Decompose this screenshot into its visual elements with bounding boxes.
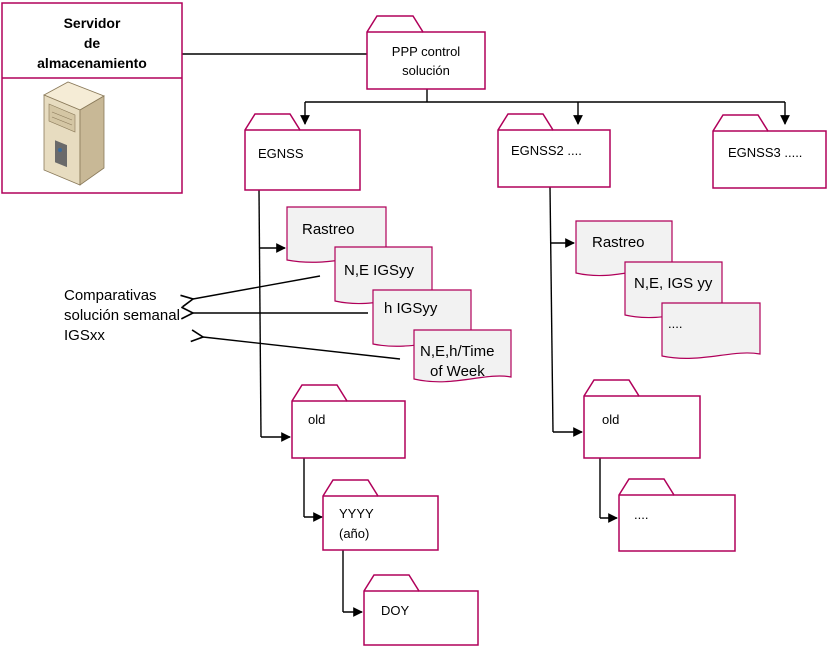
folder-ppp-control[interactable]: PPP control solución — [366, 15, 486, 90]
server-title-line-1: Servidor — [64, 15, 121, 31]
server-tower-icon — [43, 81, 105, 186]
h-igsyy-label: h IGSyy — [384, 300, 438, 317]
rastreo-right-label: Rastreo — [592, 234, 645, 251]
server-title-line-3: almacenamiento — [37, 55, 147, 71]
yyyy-label-line-1: YYYY — [339, 506, 374, 521]
egnss2-label: EGNSS2 .... — [511, 143, 582, 158]
old-left-label: old — [308, 412, 325, 427]
yyyy-label-line-2: (año) — [339, 526, 369, 541]
comparison-line-1: Comparativas — [64, 287, 157, 304]
egnss2-trunk-line — [549, 186, 554, 433]
folder-egnss2[interactable]: EGNSS2 .... — [497, 113, 611, 188]
folder-old-right[interactable]: old — [583, 379, 701, 459]
neh-label-line-2: of Week — [430, 363, 485, 380]
comparison-line-2: solución semanal — [64, 307, 180, 324]
folder-dots[interactable]: .... — [618, 478, 736, 552]
folder-egnss3[interactable]: EGNSS3 ..... — [712, 114, 827, 189]
doc-neh-time-of-week[interactable]: N,E,h/Time of Week — [413, 329, 512, 383]
comparison-label: Comparativas solución semanal IGSxx — [64, 287, 180, 344]
folder-doy[interactable]: DOY — [363, 574, 479, 646]
doy-label: DOY — [381, 603, 410, 618]
server-title-line-2: de — [84, 35, 101, 51]
egnss-label: EGNSS — [258, 146, 304, 161]
ppp-label-line-1: PPP control — [392, 44, 461, 59]
dots-doc-label: .... — [668, 316, 682, 331]
ppp-label-line-2: solución — [402, 63, 450, 78]
egnss3-label: EGNSS3 ..... — [728, 145, 802, 160]
folder-yyyy[interactable]: YYYY (año) — [322, 479, 439, 551]
folder-egnss[interactable]: EGNSS — [244, 113, 361, 191]
connectors — [182, 53, 790, 617]
comparison-arrow-ne — [193, 275, 321, 299]
folder-old-left[interactable]: old — [291, 384, 406, 459]
ne-igs-yy-label: N,E, IGS yy — [634, 275, 713, 292]
neh-label-line-1: N,E,h/Time — [420, 343, 494, 360]
doc-dots-right[interactable]: .... — [661, 302, 761, 359]
ne-igsyy-label: N,E IGSyy — [344, 262, 415, 279]
rastreo-left-label: Rastreo — [302, 221, 355, 238]
old-right-label: old — [602, 412, 619, 427]
dots-folder-label: .... — [634, 507, 648, 522]
storage-server: Servidor de almacenamiento — [1, 2, 183, 194]
comparison-line-3: IGSxx — [64, 327, 105, 344]
comparison-arrow-neh — [203, 337, 401, 360]
